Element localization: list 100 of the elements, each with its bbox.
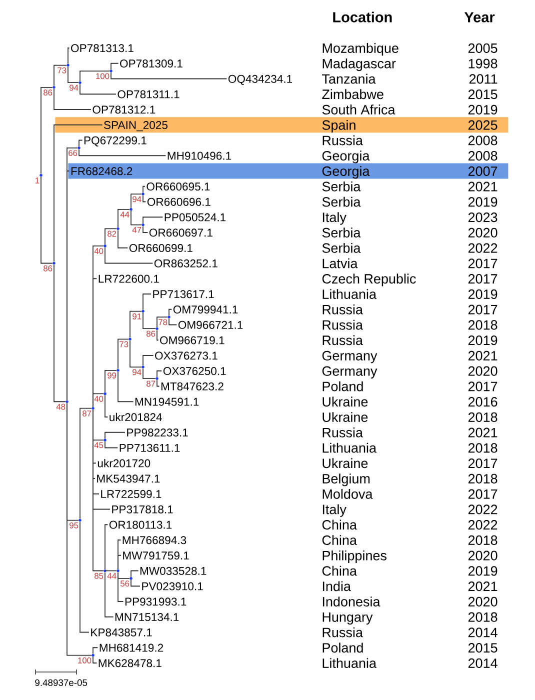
year-number: 2015 [468, 643, 498, 653]
sequence-label: MH681419.2 [100, 644, 164, 652]
branch-line [110, 62, 119, 70]
location-name: Poland [322, 381, 363, 392]
sequence-label: PP317818.1 [112, 505, 173, 514]
branch-line [66, 402, 92, 656]
branch-line [156, 330, 159, 341]
branch-point [92, 406, 94, 410]
sequence-label: MW791759.1 [123, 552, 189, 560]
branch-line [80, 84, 116, 95]
branch-point [78, 518, 82, 522]
sequence-label: MH910496.1 [168, 152, 232, 160]
branch-line [104, 570, 117, 572]
bootstrap-value: 73 [58, 67, 66, 74]
branch-line [40, 176, 53, 264]
sequence-label: MN715134.1 [115, 613, 179, 622]
sequence-label: PV023910.1 [142, 582, 203, 590]
location-name: Serbia [322, 242, 361, 253]
branch-line [142, 355, 154, 366]
sequence-label: LR722600.1 [98, 274, 159, 283]
branch-line [142, 294, 152, 310]
bootstrap-value: 86 [146, 330, 156, 337]
branch-line [156, 316, 168, 328]
branch-line [168, 318, 178, 326]
sequence-label: LR722599.1 [101, 490, 162, 498]
location-name: Russia [322, 627, 363, 638]
year-number: 2018 [468, 535, 498, 545]
branch-line [142, 216, 164, 224]
location-name: Georgia [322, 166, 370, 179]
year-number: 2017 [468, 274, 498, 284]
branch-point [128, 338, 132, 341]
location-name: Czech Republic [322, 274, 416, 286]
bootstrap-value: 99 [108, 372, 116, 378]
branch-line [92, 393, 104, 408]
bootstrap-value: 94 [132, 196, 142, 202]
branch-point [104, 569, 106, 572]
sequence-label: OR180113.1 [109, 520, 172, 529]
branch-line [92, 410, 104, 572]
sequence-label: OR660696.1 [147, 198, 210, 206]
branch-line [130, 570, 139, 578]
branch-point [116, 227, 120, 230]
branch-line [130, 210, 142, 226]
branch-line [118, 572, 124, 602]
sequence-label: OR863252.1 [154, 259, 218, 268]
branch-point [52, 262, 56, 265]
location-name: Ukraine [322, 396, 368, 407]
branch-line [118, 338, 129, 370]
bootstrap-value: 94 [70, 84, 78, 91]
location-name: Moldova [322, 488, 373, 499]
location-name: Lithuania [322, 658, 376, 668]
branch-line [54, 88, 92, 110]
branch-line [142, 186, 146, 193]
year-number: 2007 [468, 166, 498, 176]
bootstrap-value: 44 [120, 212, 130, 218]
branch-line [92, 647, 98, 654]
location-name: Philippines [322, 550, 386, 564]
location-name: Germany [322, 350, 378, 364]
branch-point [156, 377, 158, 380]
branch-line [104, 228, 117, 245]
year-number: 2023 [468, 212, 498, 222]
location-name: Italy [322, 212, 346, 225]
branch-line [80, 408, 92, 520]
branch-line [130, 340, 142, 368]
year-number: 2017 [468, 458, 498, 468]
branch-point [142, 192, 144, 196]
bootstrap-value: 1 [35, 178, 40, 184]
branch-point [130, 577, 132, 580]
location-name: Serbia [322, 196, 361, 207]
branch-line [68, 66, 79, 84]
branch-line [66, 170, 70, 400]
location-name: Germany [322, 366, 378, 379]
bootstrap-value: 87 [82, 410, 92, 416]
scale-label: 9.48937e-05 [35, 679, 88, 686]
sequence-label: MN194591.1 [135, 398, 199, 406]
branch-point [40, 174, 42, 177]
branch-line [130, 194, 142, 208]
bootstrap-value: 87 [146, 380, 156, 387]
branch-point [92, 654, 94, 657]
branch-point [104, 392, 106, 396]
year-number: 2020 [468, 596, 498, 606]
location-name: Ukraine [322, 412, 368, 422]
year-number: 2008 [468, 151, 498, 161]
year-number: 2021 [468, 350, 498, 360]
highlight-band [55, 117, 508, 133]
bootstrap-value: 44 [107, 572, 116, 579]
branch-point [142, 223, 144, 226]
year-number: 2016 [468, 397, 498, 407]
bootstrap-value: 82 [108, 230, 116, 237]
bootstrap-value: 48 [56, 404, 66, 410]
branch-point [66, 400, 68, 404]
branch-line [142, 226, 148, 233]
branch-line [104, 524, 108, 570]
year-number: 1998 [468, 58, 498, 68]
location-name: Russia [322, 427, 363, 438]
branch-point [116, 569, 120, 572]
sequence-label: PP713611.1 [120, 444, 180, 452]
location-name: Tanzania [322, 74, 376, 84]
sequence-label: OP781311.1 [118, 90, 180, 98]
location-name: Russia [322, 320, 363, 330]
bootstrap-value: 86 [44, 265, 52, 272]
